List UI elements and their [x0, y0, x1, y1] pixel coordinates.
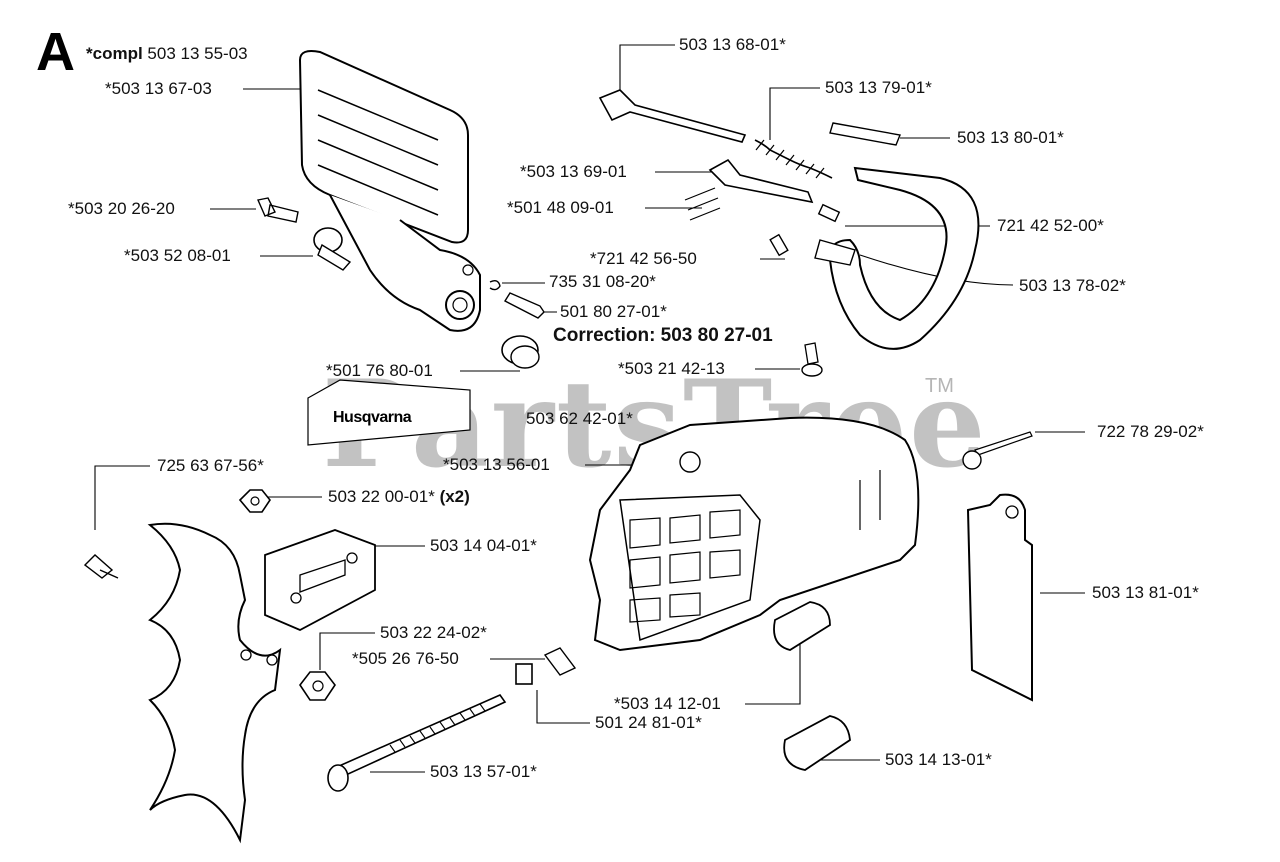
leader-line — [619, 44, 675, 95]
part-label[interactable]: 503 13 57-01* — [430, 762, 537, 781]
leader-line — [94, 465, 150, 530]
part-label[interactable]: 503 14 13-01* — [885, 750, 992, 769]
part-label[interactable]: *503 13 56-01 — [443, 455, 550, 474]
part-number: 503 22 00-01* — [328, 487, 435, 506]
qty-note: (x2) — [439, 487, 470, 506]
assembly-compl-label: *compl 503 13 55-03 — [86, 44, 248, 64]
part-label[interactable]: 501 24 81-01* — [595, 713, 702, 732]
part-label[interactable]: 503 14 04-01* — [430, 536, 537, 555]
part-label[interactable]: *501 48 09-01 — [507, 198, 614, 217]
part-label[interactable]: *503 52 08-01 — [124, 246, 231, 265]
part-label[interactable]: 503 22 00-01* (x2) — [328, 487, 470, 507]
compl-part-number: 503 13 55-03 — [147, 44, 248, 63]
part-label[interactable]: 503 62 42-01* — [526, 409, 633, 428]
leader-line — [319, 632, 375, 670]
part-label[interactable]: 503 22 24-02* — [380, 623, 487, 642]
part-label[interactable]: *503 13 69-01 — [520, 162, 627, 181]
part-label[interactable]: 503 13 80-01* — [957, 128, 1064, 147]
leader-line — [536, 690, 590, 724]
part-label[interactable]: 501 80 27-01* — [560, 302, 667, 321]
part-label[interactable]: 725 63 67-56* — [157, 456, 264, 475]
part-label[interactable]: *721 42 56-50 — [590, 249, 697, 268]
clutch-cover-shape — [588, 416, 920, 652]
part-label[interactable]: 503 13 78-02* — [1019, 276, 1126, 295]
part-label[interactable]: *503 20 26-20 — [68, 199, 175, 218]
spike-bumper-shape — [147, 522, 282, 844]
leader-line — [745, 640, 801, 705]
compl-prefix: *compl — [86, 44, 143, 63]
part-label[interactable]: *501 76 80-01 — [326, 361, 433, 380]
part-label[interactable]: 503 13 79-01* — [825, 78, 932, 97]
part-label[interactable]: 721 42 52-00* — [997, 216, 1104, 235]
hand-guard-shape — [298, 50, 469, 244]
watermark-tm: TM — [925, 375, 954, 397]
part-label[interactable]: 503 13 81-01* — [1092, 583, 1199, 602]
part-label[interactable]: 503 13 68-01* — [679, 35, 786, 54]
part-label[interactable]: 722 78 29-02* — [1097, 422, 1204, 441]
leader-line — [769, 87, 820, 140]
assembly-letter: A — [36, 22, 75, 82]
part-label[interactable]: *505 26 76-50 — [352, 649, 459, 668]
part-label[interactable]: 735 31 08-20* — [549, 272, 656, 291]
part-label[interactable]: *503 21 42-13 — [618, 359, 725, 378]
decal-brand-text: Husqvarna — [333, 409, 412, 426]
correction-note: Correction: 503 80 27-01 — [553, 325, 773, 346]
part-label[interactable]: *503 13 67-03 — [105, 79, 212, 98]
part-label[interactable]: *503 14 12-01 — [614, 694, 721, 713]
